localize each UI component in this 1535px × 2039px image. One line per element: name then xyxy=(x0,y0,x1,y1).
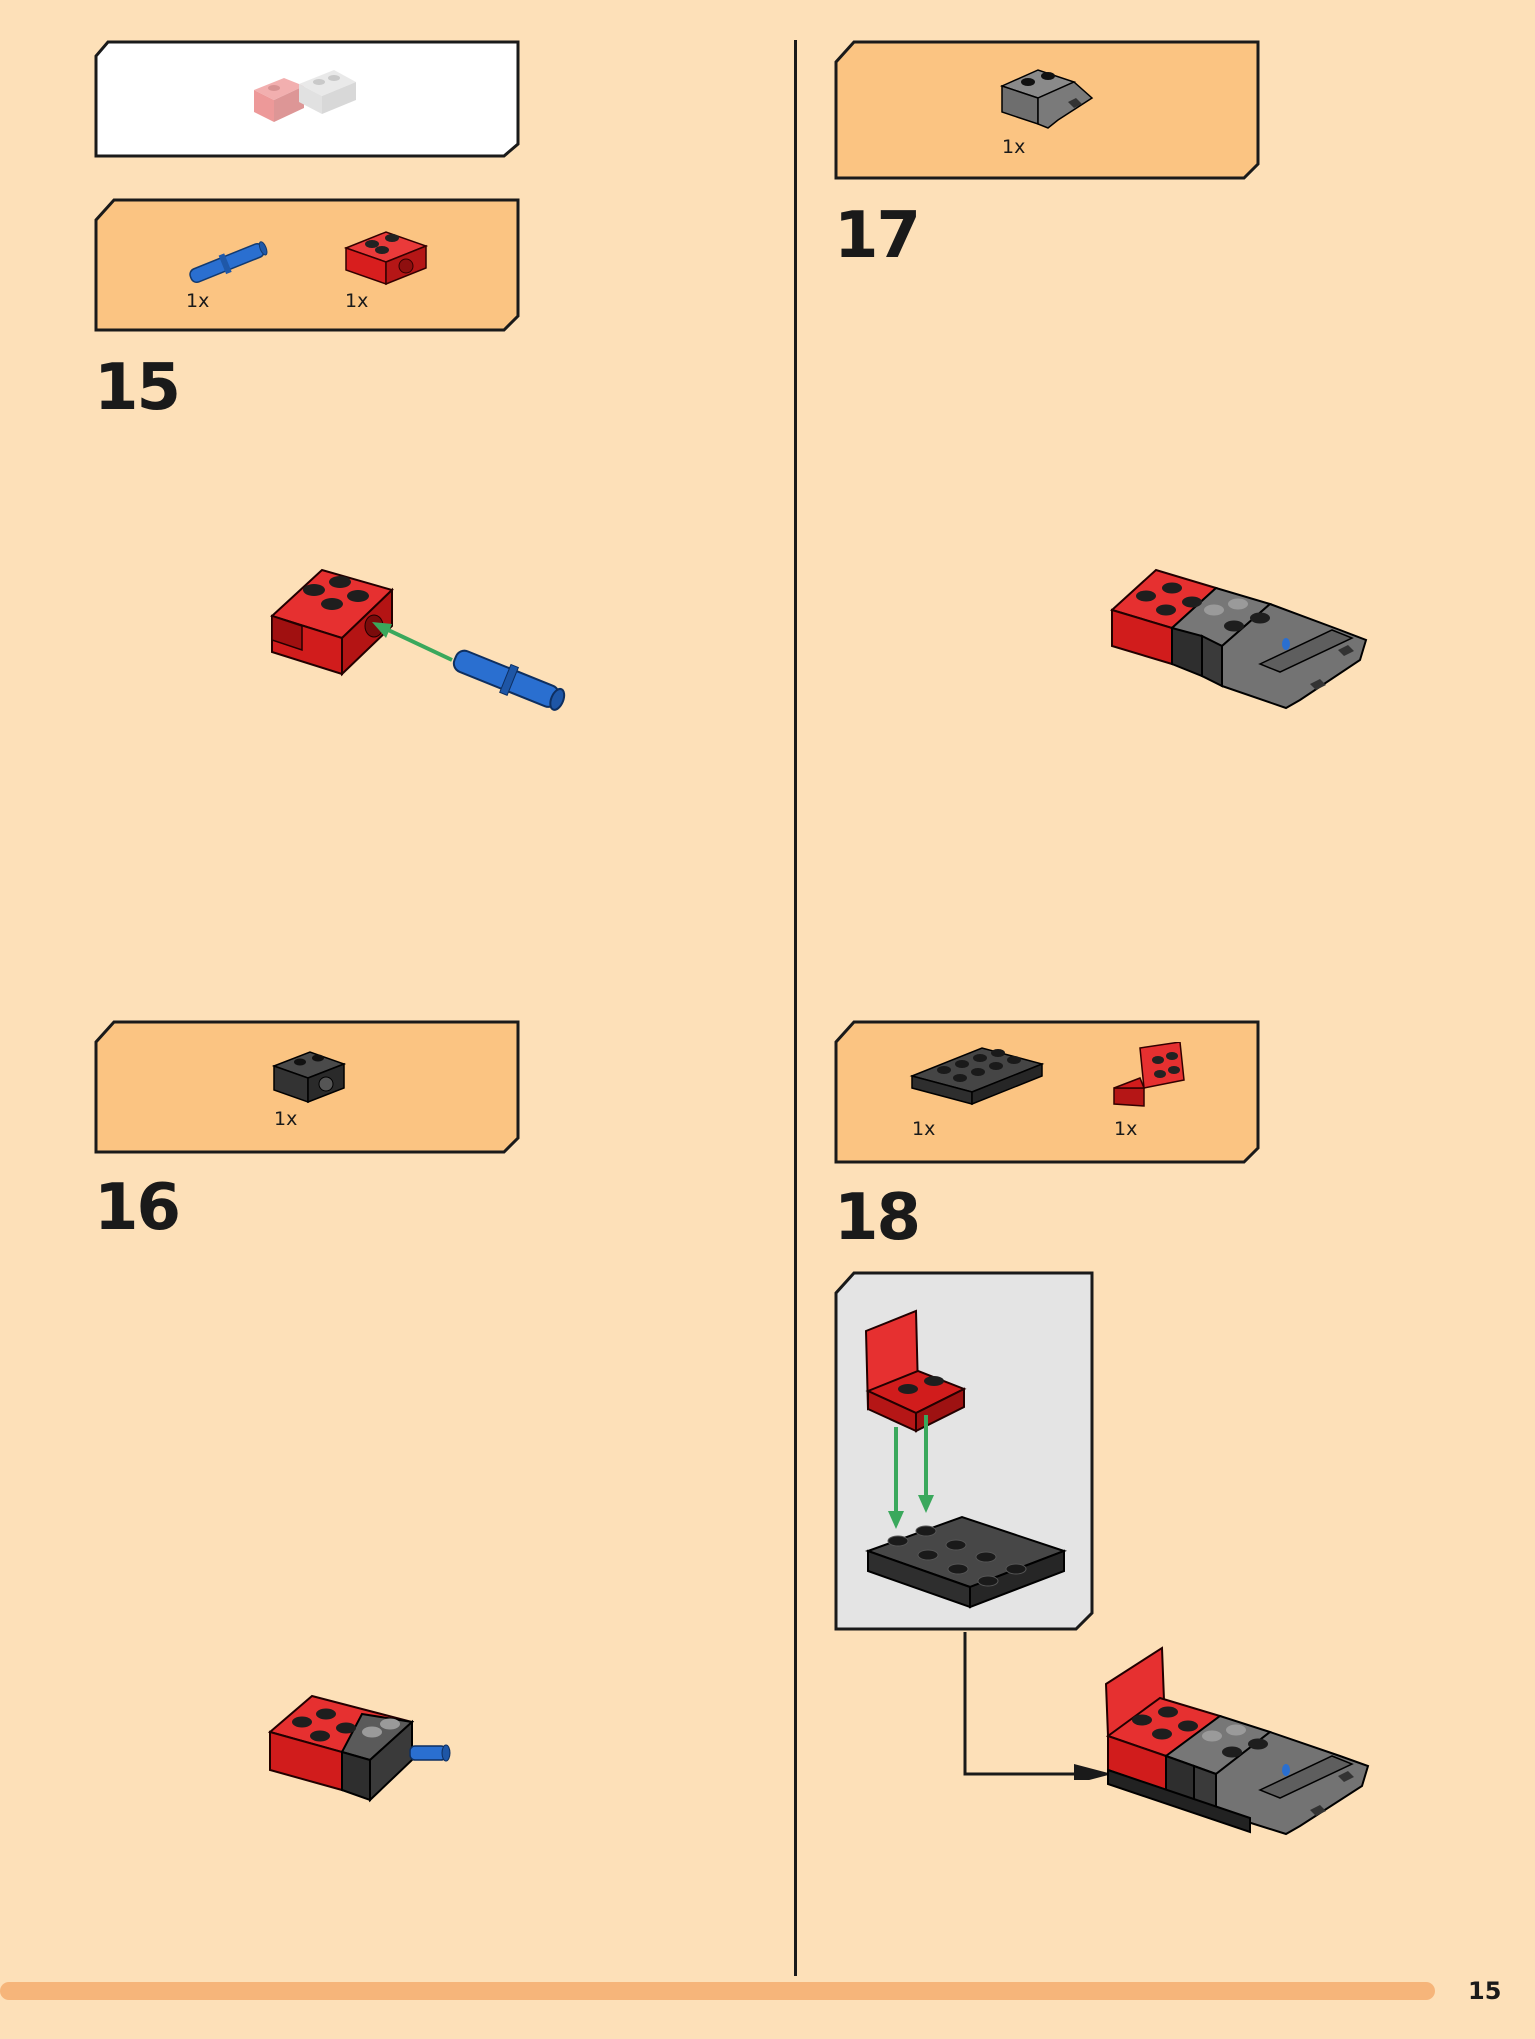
column-divider xyxy=(794,40,797,1976)
step-15-parts-box: 1x 1x xyxy=(94,198,520,332)
black-technic-brick-icon xyxy=(271,1051,347,1104)
blue-pin-icon xyxy=(189,241,268,284)
subassembly-illustration xyxy=(864,1309,1067,1609)
page-number: 15 xyxy=(1468,1977,1502,2005)
step-15-part-1-qty: 1x xyxy=(186,290,210,312)
step-15-illustration xyxy=(270,568,566,711)
callout-connector-arrow xyxy=(963,1632,1112,1780)
step-17-part-1-qty: 1x xyxy=(1002,136,1026,158)
step-17-illustration xyxy=(1110,568,1368,710)
step-17-parts-box: 1x xyxy=(834,40,1260,180)
red-bracket-icon xyxy=(1113,1042,1185,1107)
step-16-part-1-qty: 1x xyxy=(274,1108,298,1130)
faded-assembly-icon xyxy=(254,70,356,122)
step-18-part-2-qty: 1x xyxy=(1114,1118,1138,1140)
red-brick-with-hole-icon xyxy=(343,231,429,286)
step-18-part-1-qty: 1x xyxy=(912,1118,936,1140)
black-plate-2x4-icon xyxy=(909,1047,1045,1106)
step-15-part-2-qty: 1x xyxy=(345,290,369,312)
step-16-parts-box: 1x xyxy=(94,1020,520,1154)
step-16-number: 16 xyxy=(94,1171,181,1245)
step-16-illustration xyxy=(267,1694,451,1803)
step-18-subassembly-callout xyxy=(834,1271,1094,1631)
step-18-illustration xyxy=(1104,1646,1370,1836)
gray-axle-connector-icon xyxy=(999,69,1094,129)
step-17-number: 17 xyxy=(834,199,921,273)
step-18-number: 18 xyxy=(834,1181,921,1255)
step-18-parts-box: 1x 1x xyxy=(834,1020,1260,1164)
previous-step-preview xyxy=(94,40,520,158)
step-15-number: 15 xyxy=(94,351,181,425)
page-footer-bar xyxy=(0,1982,1435,2000)
